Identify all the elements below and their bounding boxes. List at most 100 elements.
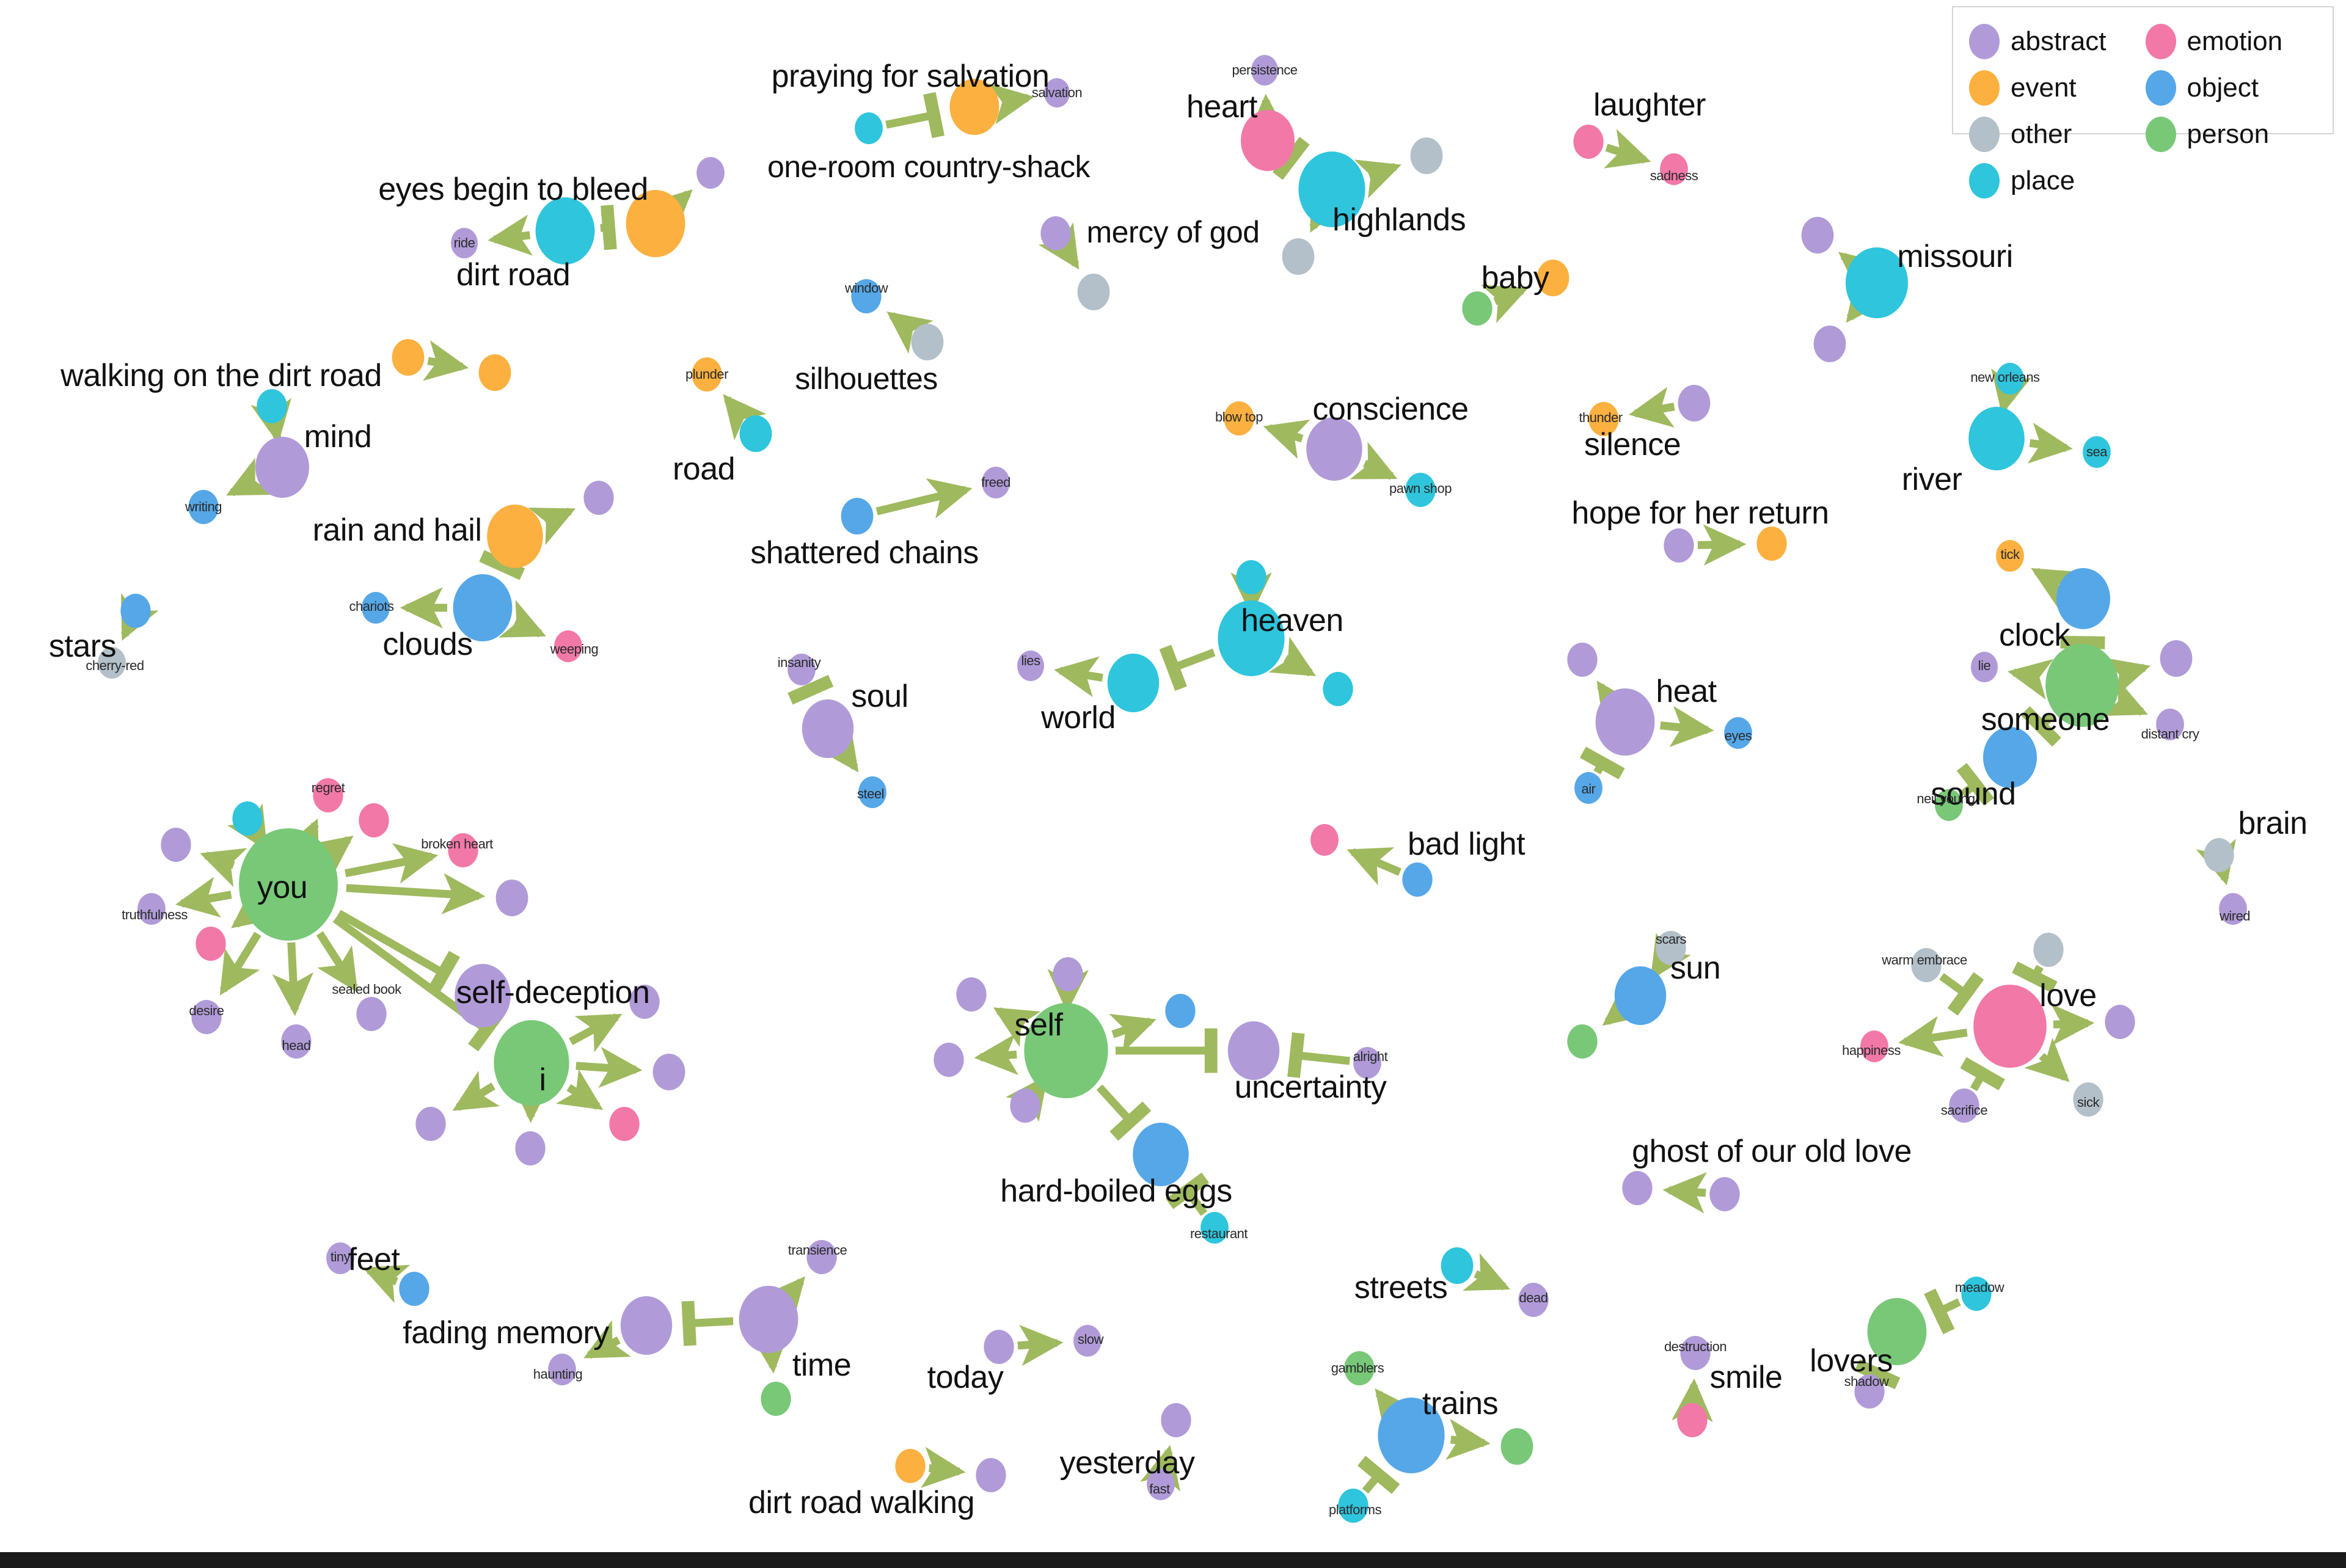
graph-node-meadow[interactable] [1961, 1277, 1992, 1311]
graph-node-self-n[interactable] [1053, 957, 1083, 991]
graph-node-warm-embrace[interactable] [1911, 948, 1942, 982]
graph-node-clock[interactable] [2056, 568, 2110, 629]
graph-node-i-e[interactable] [652, 1054, 685, 1090]
graph-node-mind[interactable] [255, 437, 309, 498]
graph-node-rain-and-hail[interactable] [487, 505, 543, 568]
graph-node-steel[interactable] [858, 776, 886, 808]
graph-node-head[interactable] [281, 1024, 312, 1059]
graph-node-self-sw[interactable] [1010, 1088, 1040, 1123]
graph-node-i-sw[interactable] [415, 1107, 446, 1141]
graph-node-one-room-country-shack[interactable] [696, 157, 725, 189]
graph-node-heaven[interactable] [1218, 600, 1285, 676]
graph-node-silhouettes[interactable] [911, 324, 944, 360]
graph-node-highlands[interactable] [1298, 151, 1365, 227]
graph-node-world[interactable] [1107, 654, 1160, 712]
graph-node-road[interactable] [739, 415, 772, 452]
graph-node-window[interactable] [851, 279, 882, 313]
graph-node-bad-light[interactable] [1310, 824, 1339, 856]
graph-node-sound[interactable] [1983, 727, 2037, 788]
graph-node-self-w[interactable] [934, 1043, 964, 1077]
graph-node-someone[interactable] [2045, 644, 2119, 727]
legend-item-person[interactable]: person [2143, 111, 2320, 158]
graph-node-destruction[interactable] [1680, 1336, 1711, 1370]
graph-node-someone-right[interactable] [2160, 640, 2193, 677]
graph-node-sick[interactable] [2073, 1082, 2103, 1117]
graph-node-lovers[interactable] [1867, 1298, 1927, 1365]
graph-node-goool-src[interactable] [1709, 1177, 1740, 1211]
graph-node-pfs-src[interactable] [855, 112, 883, 144]
graph-node-alright[interactable] [1353, 1047, 1381, 1079]
graph-node-praying-for-salvation[interactable] [949, 79, 999, 135]
graph-node-wotdr-dst[interactable] [478, 354, 511, 391]
legend-item-place[interactable]: place [1967, 158, 2143, 204]
graph-node-streets[interactable] [1441, 1247, 1474, 1284]
graph-node-silence[interactable] [1678, 385, 1711, 421]
graph-node-persistence[interactable] [1251, 55, 1278, 86]
graph-node-you-pink-ne[interactable] [359, 803, 389, 837]
graph-node-ghost-of-our-old-love[interactable] [1622, 1171, 1653, 1205]
graph-node-heat-up[interactable] [1567, 643, 1598, 677]
graph-node-i[interactable] [494, 1020, 569, 1106]
graph-node-pawn-shop[interactable] [1405, 473, 1436, 507]
graph-node-baby[interactable] [1537, 260, 1569, 296]
graph-node-you-cyan[interactable] [232, 801, 263, 836]
graph-node-rah-dst[interactable] [583, 481, 614, 515]
graph-node-scars[interactable] [1656, 931, 1686, 965]
graph-node-thunder[interactable] [1588, 402, 1619, 436]
graph-node-restaurant[interactable] [1200, 1212, 1229, 1244]
graph-node-haunting[interactable] [548, 1354, 576, 1385]
graph-node-salvation[interactable] [1043, 78, 1070, 108]
graph-node-uncertainty[interactable] [1227, 1021, 1280, 1080]
graph-node-cherry-red[interactable] [98, 647, 126, 679]
graph-node-shattered-chains[interactable] [841, 498, 874, 534]
graph-node-bad-light-src[interactable] [1402, 862, 1433, 897]
graph-node-shadow[interactable] [1854, 1374, 1885, 1409]
graph-node-i-ne[interactable] [629, 985, 660, 1019]
graph-node-clouds[interactable] [453, 574, 513, 641]
graph-node-conscience[interactable] [1306, 417, 1362, 481]
graph-node-stars[interactable] [120, 594, 151, 628]
graph-node-mind-top[interactable] [257, 389, 287, 423]
graph-node-sea[interactable] [2083, 436, 2111, 468]
graph-node-you-pur-e[interactable] [495, 880, 528, 916]
graph-node-mercy-of-god[interactable] [1040, 216, 1071, 250]
graph-node-new-orleans[interactable] [1996, 363, 2024, 395]
legend-item-abstract[interactable]: abstract [1967, 18, 2143, 65]
graph-node-lies[interactable] [1017, 651, 1044, 681]
graph-node-hl-b[interactable] [1282, 238, 1315, 275]
graph-node-baby-src[interactable] [1462, 291, 1493, 326]
graph-node-self-deception[interactable] [455, 964, 511, 1027]
legend-item-event[interactable]: event [1967, 65, 2143, 111]
graph-node-writing[interactable] [188, 490, 219, 524]
graph-node-today[interactable] [984, 1330, 1014, 1364]
graph-node-wired[interactable] [2219, 893, 2247, 925]
graph-node-sealed-book[interactable] [356, 997, 387, 1031]
graph-node-love-top[interactable] [2033, 933, 2064, 967]
graph-node-smile[interactable] [1677, 1403, 1708, 1437]
graph-node-love[interactable] [1973, 985, 2047, 1068]
graph-node-yesterday[interactable] [1161, 1403, 1191, 1437]
graph-node-trains-e[interactable] [1500, 1428, 1533, 1465]
graph-node-fast[interactable] [1147, 1468, 1175, 1500]
graph-node-self[interactable] [1024, 1003, 1108, 1098]
graph-node-insanity[interactable] [787, 654, 816, 685]
graph-node-dirt-road[interactable] [535, 197, 595, 264]
graph-node-slow[interactable] [1073, 1325, 1102, 1357]
graph-node-neil-young[interactable] [1935, 789, 1963, 821]
graph-node-heaven-top[interactable] [1236, 560, 1266, 594]
graph-node-blow-top[interactable] [1224, 401, 1254, 436]
graph-node-eyes-begin-to-bleed[interactable] [626, 190, 685, 257]
graph-node-sun-sw[interactable] [1567, 1024, 1598, 1059]
graph-node-you-pink-w[interactable] [196, 927, 226, 961]
graph-node-dirt-road-walking[interactable] [895, 1449, 926, 1483]
graph-node-you[interactable] [239, 828, 338, 941]
graph-node-freed[interactable] [982, 467, 1010, 498]
graph-node-chariots[interactable] [362, 592, 390, 624]
graph-node-time[interactable] [739, 1286, 798, 1353]
graph-node-truthfulness[interactable] [137, 893, 166, 925]
graph-node-regret[interactable] [313, 778, 343, 812]
graph-node-distant-cry[interactable] [2156, 709, 2184, 740]
legend-item-emotion[interactable]: emotion [2143, 18, 2320, 65]
graph-node-river[interactable] [1968, 407, 2025, 470]
graph-node-lie[interactable] [1971, 652, 1998, 682]
